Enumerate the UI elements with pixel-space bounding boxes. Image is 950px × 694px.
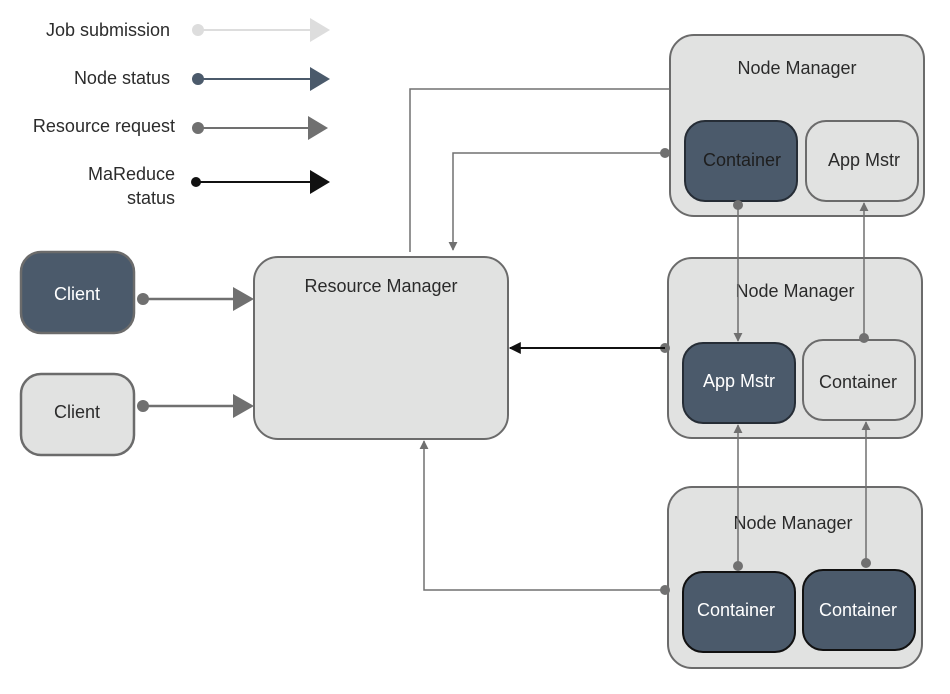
connector-nm2-container-to-nm1-app-mstr (859, 202, 869, 343)
legend-label: MaReduce (88, 164, 175, 184)
legend-arrowhead (308, 116, 328, 140)
node-manager-label-2: Node Manager (735, 281, 854, 301)
legend-item-mareduce-status: MaReduce status (88, 164, 330, 208)
legend-arrowhead (310, 67, 330, 91)
nm2-container-label: Container (819, 372, 897, 392)
node-manager-label-1: Node Manager (737, 58, 856, 78)
nm2-app-mstr-box (682, 342, 796, 424)
legend-label: Resource request (33, 116, 175, 136)
client-label-dark: Client (54, 284, 100, 304)
connector-client-dark-to-rm (137, 287, 254, 311)
connector-nm3-container2-to-nm2-container (861, 421, 871, 568)
legend-label: Node status (74, 68, 170, 88)
connector-nm1-to-rm (448, 148, 670, 251)
legend-item-job-submission: Job submission (46, 18, 330, 42)
legend-item-resource-request: Resource request (33, 116, 328, 140)
nm3-container-box-1 (682, 571, 796, 653)
connector-nm2-to-rm (508, 342, 670, 354)
client-box-dark (19, 250, 136, 335)
nm3-container-box-2 (802, 569, 916, 651)
node-manager-label-3: Node Manager (733, 513, 852, 533)
nm2-container-box (802, 339, 916, 421)
connector-client-light-to-rm (137, 394, 254, 418)
nm1-app-mstr-box (805, 120, 919, 202)
connector-nm1-container-to-nm2-app-mstr (733, 200, 743, 342)
connector-nm3-to-rm (419, 440, 670, 595)
client-label-light: Client (54, 402, 100, 422)
nm3-container-label-1: Container (697, 600, 775, 620)
nm1-app-mstr-label: App Mstr (828, 150, 900, 170)
legend: Job submission Node status Resource requ… (33, 18, 330, 208)
nm3-container-label-2: Container (819, 600, 897, 620)
resource-manager-box (253, 256, 509, 440)
connector-rm-to-nm1 (409, 88, 670, 252)
legend-item-node-status: Node status (74, 67, 330, 91)
legend-arrowhead (310, 18, 330, 42)
client-box-light (19, 372, 136, 457)
nm2-app-mstr-label: App Mstr (703, 371, 775, 391)
legend-arrowhead (310, 170, 330, 194)
resource-manager-label: Resource Manager (304, 276, 457, 296)
connector-nm3-container1-to-nm2-app-mstr (733, 424, 743, 571)
legend-label: status (127, 188, 175, 208)
legend-label: Job submission (46, 20, 170, 40)
nm1-container-label: Container (703, 150, 781, 170)
